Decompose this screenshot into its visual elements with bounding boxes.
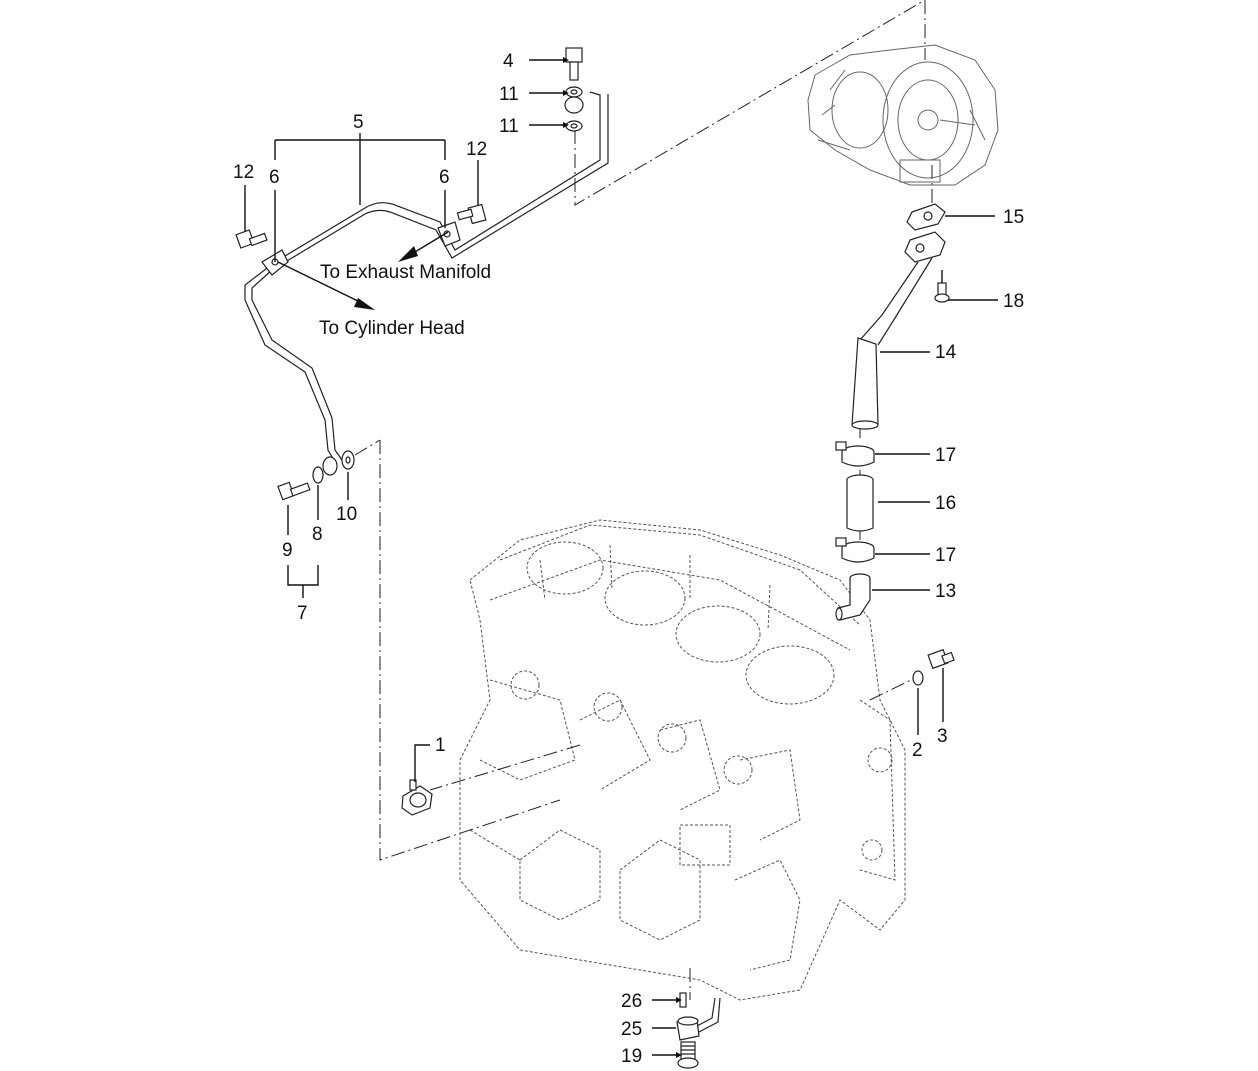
bolt-4 <box>565 47 583 81</box>
callout-2: 2 <box>912 740 923 761</box>
callout-12-right: 12 <box>466 139 487 160</box>
callout-15: 15 <box>1003 207 1024 228</box>
leader-lines <box>244 57 998 1058</box>
note-to-exhaust-manifold: To Exhaust Manifold <box>320 262 491 283</box>
elbow-13 <box>835 573 871 621</box>
callout-18: 18 <box>1003 291 1024 312</box>
callout-14: 14 <box>935 342 957 363</box>
callout-19: 19 <box>621 1046 642 1067</box>
bolt-12-right <box>456 203 487 225</box>
banjo-upper <box>564 96 584 114</box>
callout-9: 9 <box>282 540 293 561</box>
callout-5: 5 <box>353 112 364 133</box>
bolt-9 <box>277 481 311 501</box>
callout-13: 13 <box>935 581 956 602</box>
drain-pipe-14 <box>851 231 946 430</box>
bolt-12-left <box>235 229 268 249</box>
clamp-17-lower <box>835 537 875 563</box>
callout-4: 4 <box>503 51 514 72</box>
turbocharger <box>807 44 999 186</box>
note-to-cylinder-head: To Cylinder Head <box>319 318 465 339</box>
assembly-guide-lines <box>354 0 933 1000</box>
callout-1: 1 <box>435 735 446 756</box>
nozzle-25 <box>676 997 721 1041</box>
callout-26: 26 <box>621 991 642 1012</box>
washer-2 <box>912 670 924 686</box>
callout-11-lower: 11 <box>499 116 519 137</box>
hose-16 <box>846 474 874 532</box>
callout-17-upper: 17 <box>935 445 956 466</box>
callout-7: 7 <box>297 603 308 624</box>
engine-block <box>459 519 906 1001</box>
callout-10: 10 <box>336 504 357 525</box>
plug-19 <box>677 1041 699 1069</box>
callout-25: 25 <box>621 1019 642 1040</box>
oil-feed-pipe <box>244 91 609 476</box>
callout-3: 3 <box>937 726 948 747</box>
callout-6-left: 6 <box>269 167 280 188</box>
callout-12-left: 12 <box>233 162 254 183</box>
callout-11-upper: 11 <box>499 84 519 105</box>
callout-labels: 4 11 11 5 12 6 6 12 To Exhaust Manifold … <box>233 51 1024 1067</box>
callout-17-lower: 17 <box>935 545 956 566</box>
callout-6-right: 6 <box>439 167 450 188</box>
callout-8: 8 <box>312 524 323 545</box>
bolt-18 <box>934 270 950 303</box>
plug-3 <box>927 648 955 670</box>
callout-16: 16 <box>935 493 956 514</box>
small-parts <box>235 47 955 1069</box>
washer-8 <box>312 466 324 484</box>
clamp-17-upper <box>835 441 875 467</box>
oil-pressure-switch-1 <box>401 779 433 816</box>
